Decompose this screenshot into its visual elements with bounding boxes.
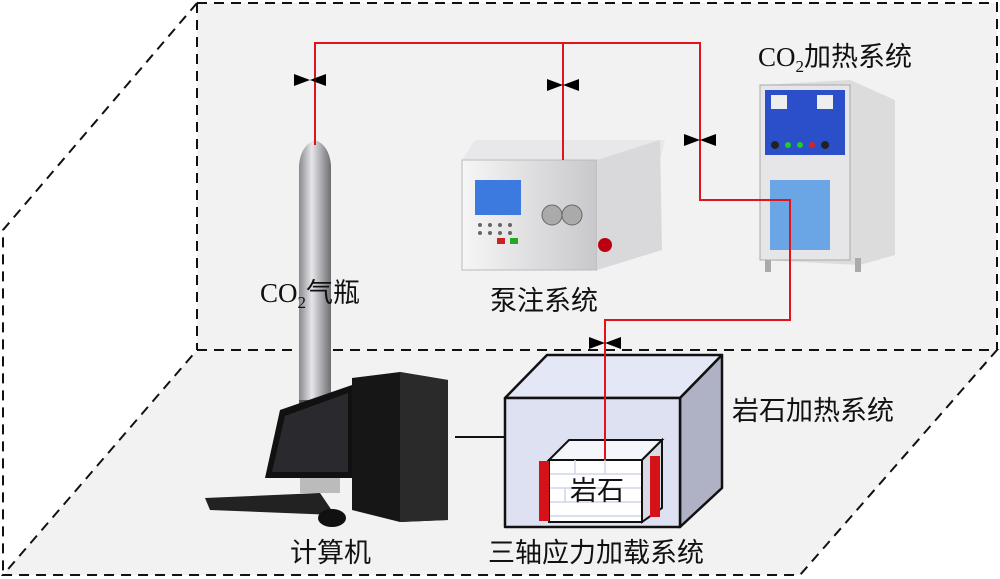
rock-heater-label: 岩石加热系统 bbox=[732, 396, 894, 426]
computer-device bbox=[205, 372, 448, 527]
pressure-plate-right bbox=[650, 456, 660, 517]
valve-icon[interactable] bbox=[547, 79, 579, 91]
valve-icon[interactable] bbox=[684, 134, 716, 146]
triaxial-label: 三轴应力加载系统 bbox=[488, 538, 704, 568]
valve-icon[interactable] bbox=[589, 337, 621, 349]
rock-sample bbox=[539, 437, 665, 524]
co2-heater-device bbox=[759, 80, 895, 272]
lower-plane bbox=[0, 349, 1000, 576]
valve-icon[interactable] bbox=[294, 74, 326, 86]
pump-label: 泵注系统 bbox=[490, 286, 598, 316]
computer-label: 计算机 bbox=[290, 538, 371, 568]
rock-label: 岩石 bbox=[570, 476, 624, 506]
pressure-plate-left bbox=[539, 461, 549, 521]
co2-cylinder-label: CO2气瓶 bbox=[260, 278, 360, 312]
co2-pipeline bbox=[314, 42, 791, 460]
co2-heater-label: CO2加热系统 bbox=[758, 42, 912, 76]
pump-device bbox=[461, 140, 665, 271]
